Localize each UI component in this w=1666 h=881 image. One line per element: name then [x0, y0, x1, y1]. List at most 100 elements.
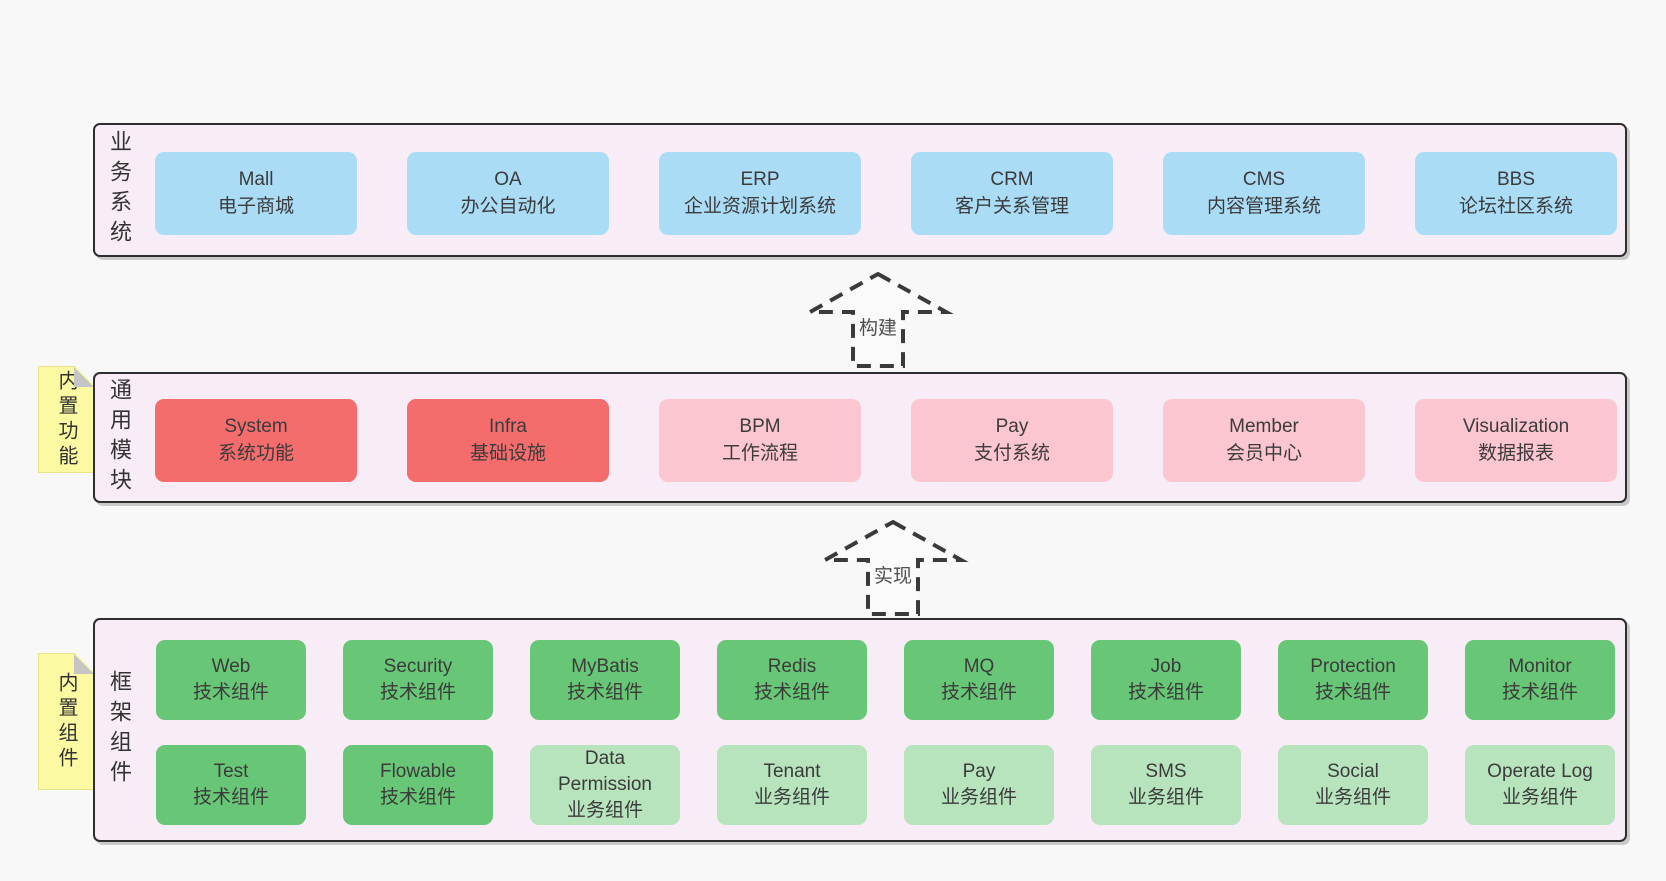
sticky-tab-built-in-components: 内置组件: [38, 653, 95, 790]
box-sms: SMS 业务组件: [1091, 745, 1241, 825]
box-cms: CMS 内容管理系统: [1163, 152, 1365, 235]
box-desc: 会员中心: [1225, 442, 1302, 464]
box-desc: 业务组件: [1127, 787, 1204, 808]
box-desc: 支付系统: [973, 442, 1050, 464]
box-name: Security: [383, 655, 453, 677]
box-name: Tenant: [763, 760, 821, 782]
folded-corner: [74, 654, 94, 674]
box-desc: 技术组件: [192, 682, 269, 703]
business-box-row: Mall 电子商城 OA 办公自动化 ERP 企业资源计划系统 CRM 客户关系…: [155, 152, 1617, 235]
box-name: CRM: [990, 169, 1034, 191]
box-monitor: Monitor 技术组件: [1465, 640, 1615, 720]
box-desc: 技术组件: [379, 682, 456, 703]
sticky-tab-built-in-features: 内置功能: [38, 366, 95, 473]
box-member: Member 会员中心: [1163, 399, 1365, 482]
box-desc: 办公自动化: [460, 195, 556, 217]
box-desc: 业务组件: [753, 787, 830, 808]
box-desc: 业务组件: [940, 787, 1017, 808]
box-desc: 内容管理系统: [1206, 195, 1321, 217]
layer-business-systems: 业务系统 Mall 电子商城 OA 办公自动化 ERP 企业资源计划系统 CRM…: [93, 123, 1627, 257]
box-desc: 数据报表: [1477, 442, 1554, 464]
layer-label: 通用模块: [107, 377, 132, 498]
layer-common-modules: 通用模块 System 系统功能 Infra 基础设施 BPM 工作流程 Pay…: [93, 372, 1627, 503]
box-name: BPM: [739, 416, 781, 438]
box-mybatis: MyBatis 技术组件: [530, 640, 680, 720]
box-desc: 业务组件: [1314, 787, 1391, 808]
box-social: Social 业务组件: [1278, 745, 1428, 825]
arrow-label: 实现: [874, 565, 912, 587]
box-name: Pay: [995, 416, 1029, 438]
box-name: CMS: [1242, 169, 1286, 191]
box-name: Redis: [767, 655, 817, 677]
box-desc: 论坛社区系统: [1458, 195, 1573, 217]
box-pay-module: Pay 支付系统: [911, 399, 1113, 482]
box-name: SMS: [1145, 760, 1187, 782]
box-name: Web: [211, 655, 251, 677]
box-security: Security 技术组件: [343, 640, 493, 720]
box-test: Test 技术组件: [156, 745, 306, 825]
box-bpm: BPM 工作流程: [659, 399, 861, 482]
box-name: Job: [1150, 655, 1182, 677]
box-job: Job 技术组件: [1091, 640, 1241, 720]
box-desc: 业务组件: [566, 800, 643, 822]
box-desc: 技术组件: [1127, 682, 1204, 703]
layer-label: 框架组件: [107, 670, 132, 790]
arrow-label: 构建: [859, 317, 897, 339]
box-name: Social: [1327, 760, 1379, 782]
box-name: MQ: [963, 655, 995, 677]
box-desc: 技术组件: [566, 682, 643, 703]
box-desc: 技术组件: [1314, 682, 1391, 703]
box-desc: 技术组件: [940, 682, 1017, 703]
box-flowable: Flowable 技术组件: [343, 745, 493, 825]
components-row-2: Test 技术组件 Flowable 技术组件 Data Permission …: [156, 745, 1615, 825]
box-infra: Infra 基础设施: [407, 399, 609, 482]
box-desc: 企业资源计划系统: [683, 195, 836, 217]
box-name: ERP: [740, 169, 780, 191]
box-operate-log: Operate Log 业务组件: [1465, 745, 1615, 825]
box-name: Protection: [1310, 655, 1396, 677]
box-desc: 技术组件: [379, 787, 456, 808]
box-desc: 电子商城: [217, 195, 294, 217]
box-desc: 系统功能: [217, 442, 294, 464]
box-redis: Redis 技术组件: [717, 640, 867, 720]
folded-corner: [74, 367, 94, 387]
box-data-permission: Data Permission 业务组件: [530, 745, 680, 825]
sticky-tab-label: 内置组件: [55, 671, 77, 772]
box-name: Flowable: [379, 760, 457, 782]
box-protection: Protection 技术组件: [1278, 640, 1428, 720]
box-name: MyBatis: [571, 655, 639, 677]
box-erp: ERP 企业资源计划系统: [659, 152, 861, 235]
box-name: Operate Log: [1487, 760, 1593, 782]
box-web: Web 技术组件: [156, 640, 306, 720]
box-desc: 业务组件: [1501, 787, 1578, 808]
box-name: Infra: [488, 416, 528, 438]
layer-label: 业务系统: [107, 130, 132, 250]
box-name: Monitor: [1508, 655, 1572, 677]
box-name: Visualization: [1462, 416, 1570, 438]
box-name: Data Permission: [558, 747, 652, 795]
modules-box-row: System 系统功能 Infra 基础设施 BPM 工作流程 Pay 支付系统…: [155, 399, 1617, 482]
box-tenant: Tenant 业务组件: [717, 745, 867, 825]
box-pay-component: Pay 业务组件: [904, 745, 1054, 825]
box-name: OA: [494, 169, 522, 191]
box-visualization: Visualization 数据报表: [1415, 399, 1617, 482]
box-name: BBS: [1496, 169, 1536, 191]
implement-arrow-icon: 实现: [817, 519, 969, 616]
box-desc: 技术组件: [1501, 682, 1578, 703]
box-name: Member: [1229, 416, 1299, 438]
box-name: Pay: [962, 760, 996, 782]
box-desc: 技术组件: [192, 787, 269, 808]
box-desc: 工作流程: [721, 442, 798, 464]
box-mq: MQ 技术组件: [904, 640, 1054, 720]
box-mall: Mall 电子商城: [155, 152, 357, 235]
box-name: System: [224, 416, 288, 438]
box-desc: 技术组件: [753, 682, 830, 703]
components-row-1: Web 技术组件 Security 技术组件 MyBatis 技术组件 Redi…: [156, 640, 1615, 720]
box-name: Mall: [238, 169, 274, 191]
sticky-tab-label: 内置功能: [55, 369, 77, 470]
box-name: Test: [213, 760, 249, 782]
box-oa: OA 办公自动化: [407, 152, 609, 235]
box-crm: CRM 客户关系管理: [911, 152, 1113, 235]
box-system: System 系统功能: [155, 399, 357, 482]
